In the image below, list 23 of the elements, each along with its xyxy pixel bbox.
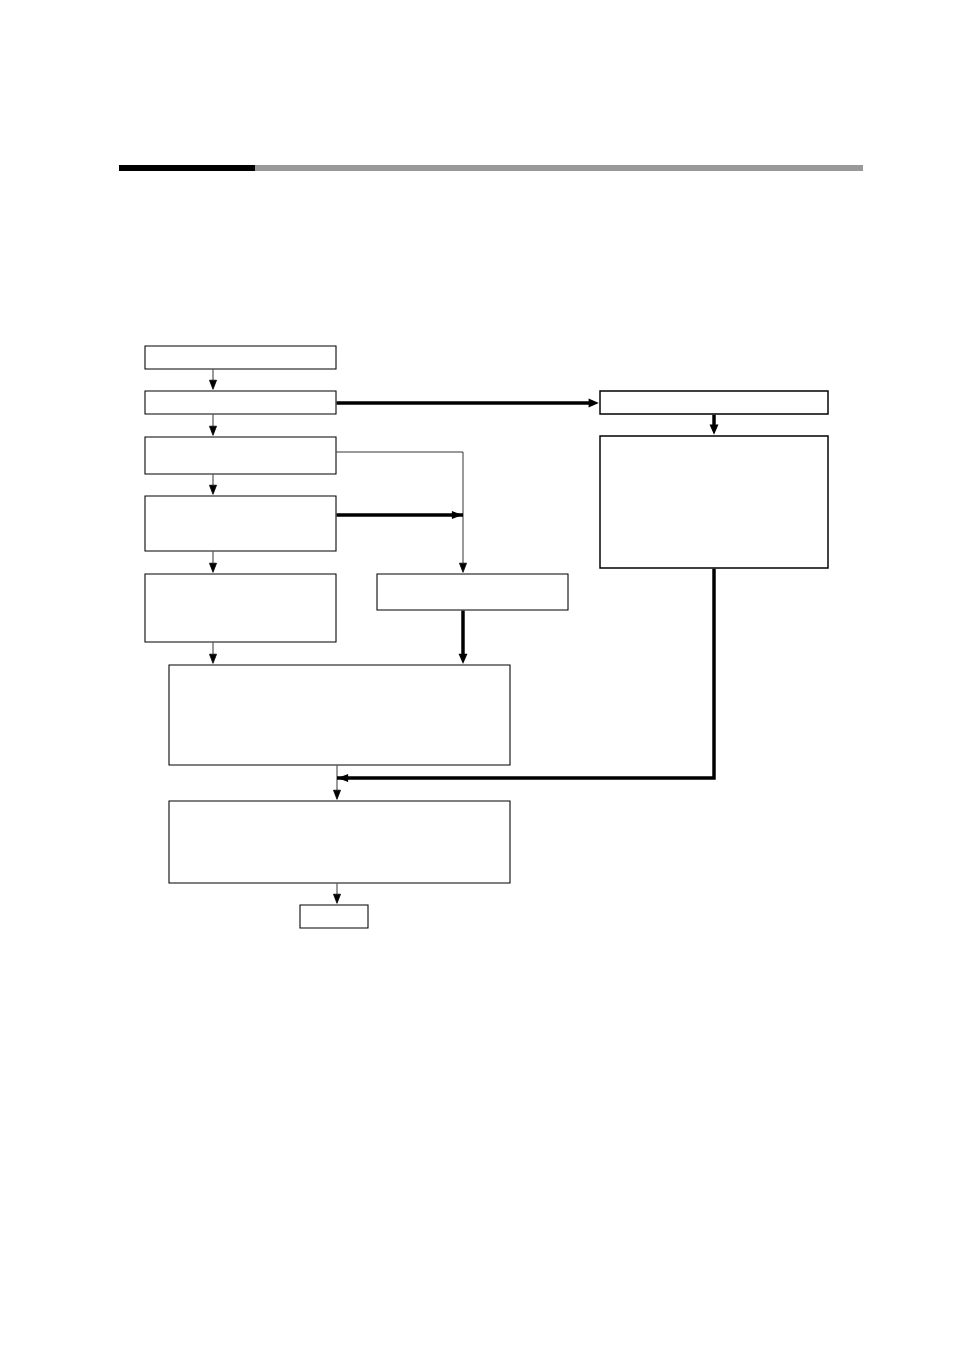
arrow [459,514,467,573]
arrow [209,414,217,436]
empty-box [144,390,337,415]
empty-box [168,664,511,766]
arrow [209,551,217,573]
empty-box [144,495,337,552]
arrow [337,568,716,782]
arrow [333,777,341,800]
arrow [336,511,463,519]
connector-line [336,765,338,779]
empty-box [376,573,569,611]
arrow [209,642,217,664]
empty-box [168,800,511,884]
empty-box [299,904,369,929]
empty-box [599,435,829,569]
connector-line [336,451,464,516]
empty-box [144,345,337,370]
arrow [209,369,217,390]
arrow [333,883,341,904]
empty-box [144,436,337,475]
empty-box [599,390,829,415]
empty-box [144,573,337,643]
arrow [209,474,217,495]
